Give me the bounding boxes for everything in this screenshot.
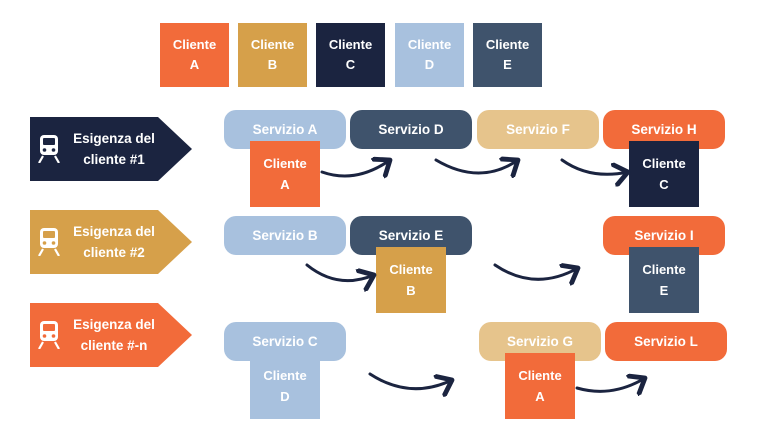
need-banner-1: Esigenza del cliente #1 [30, 117, 192, 181]
arrow-a-to-d [320, 160, 390, 176]
client-letter: B [406, 283, 416, 298]
legend-letter: B [267, 57, 278, 72]
train-icon [38, 228, 60, 256]
service-b: Servizio B [224, 216, 346, 255]
need-title: Esigenza del [73, 317, 155, 332]
legend-word: Cliente [172, 37, 217, 52]
train-icon [38, 321, 60, 349]
client-letter: D [280, 389, 290, 404]
legend-letter: D [424, 57, 435, 72]
client-word: Cliente [263, 156, 307, 171]
arrow-e-to-i [493, 265, 578, 279]
need-subtitle: cliente #-n [80, 338, 148, 353]
arrow-d-to-f [434, 160, 518, 173]
service-h: Servizio H [603, 110, 725, 149]
need-subtitle: cliente #2 [83, 245, 145, 260]
arrow-f-to-h [560, 158, 628, 174]
client-letter: A [535, 389, 545, 404]
client-letter: A [280, 177, 290, 192]
legend-word: Cliente [250, 37, 295, 52]
client-word: Cliente [518, 368, 562, 383]
legend-word: Cliente [407, 37, 452, 52]
need-banner-2: Esigenza del cliente #2 [30, 210, 192, 274]
need-subtitle: cliente #1 [83, 152, 145, 167]
service-l: Servizio L [605, 322, 727, 361]
legend-letter: E [503, 57, 512, 72]
legend-word: Cliente [328, 37, 373, 52]
legend-letter: A [189, 57, 200, 72]
arrow-b-to-e [305, 263, 374, 281]
client-word: Cliente [389, 262, 433, 277]
client-letter: C [659, 177, 669, 192]
need-banner-n: Esigenza del cliente #-n [30, 303, 192, 367]
arrow-g-to-l [575, 378, 645, 391]
need-title: Esigenza del [73, 224, 155, 239]
arrow-c-to-g [368, 372, 452, 389]
need-title: Esigenza del [73, 131, 155, 146]
legend-letter: C [345, 57, 356, 72]
train-icon [38, 135, 60, 163]
client-word: Cliente [642, 262, 686, 277]
client-word: Cliente [642, 156, 686, 171]
service-d: Servizio D [350, 110, 472, 149]
service-f: Servizio F [477, 110, 599, 149]
legend-word: Cliente [485, 37, 530, 52]
client-word: Cliente [263, 368, 307, 383]
client-letter: E [659, 283, 669, 298]
